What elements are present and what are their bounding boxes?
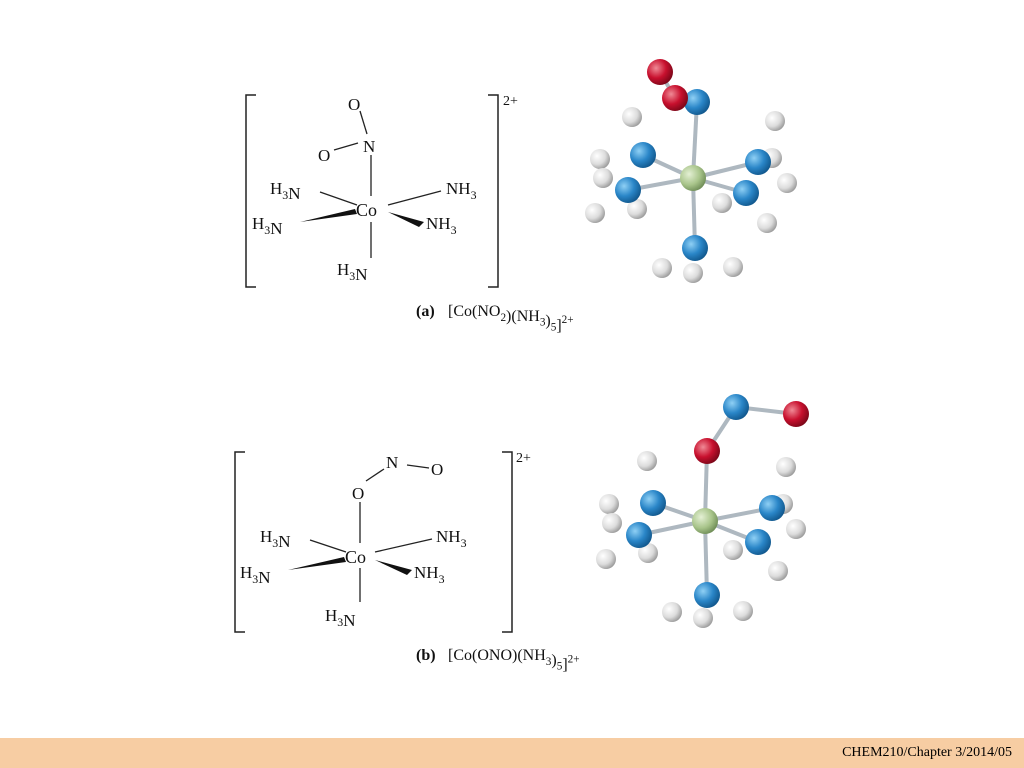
ligand-upper-left: H3N	[260, 527, 291, 551]
cobalt-atom	[692, 508, 718, 534]
oxygen-atom	[662, 85, 688, 111]
wedge-lower-right	[375, 560, 412, 575]
hydrogen-atom	[786, 519, 806, 539]
hydrogen-atom	[599, 494, 619, 514]
nitrogen-atom	[615, 177, 641, 203]
cobalt-atom	[680, 165, 706, 191]
hydrogen-atom	[593, 168, 613, 188]
ball-stick-model-a	[585, 59, 797, 283]
nitrogen-atom	[682, 235, 708, 261]
nitrogen-atom	[759, 495, 785, 521]
nitrito-nitrogen: N	[386, 453, 398, 472]
hydrogen-atom	[596, 549, 616, 569]
nitro-nitrogen: N	[363, 137, 375, 156]
hydrogen-atom	[733, 601, 753, 621]
bond-upper-right	[374, 538, 433, 553]
hydrogen-atom	[662, 602, 682, 622]
wedge-lower-right	[388, 212, 424, 227]
right-bracket	[502, 451, 513, 633]
structure-a: 2+ O O N Co H3N NH3 H3N NH3 H3N (a) [Co(…	[245, 59, 797, 334]
cobalt-center: Co	[345, 547, 366, 567]
oxygen-left: O	[318, 146, 330, 165]
nitrogen-atom	[694, 582, 720, 608]
footer-text: CHEM210/Chapter 3/2014/05	[842, 745, 1012, 760]
structure-b: 2+ N O O Co H3N NH3 H3N NH3 H3N (b) [Co(…	[234, 394, 809, 674]
ligand-bottom: H3N	[325, 606, 356, 630]
oxygen-atom	[647, 59, 673, 85]
n-o-bond-top	[359, 110, 368, 135]
o-n-bond	[365, 468, 385, 482]
hydrogen-atom	[757, 213, 777, 233]
ligand-lower-left: H3N	[252, 214, 283, 238]
hydrogen-atom	[652, 258, 672, 278]
caption-tag: (a)	[416, 303, 435, 320]
nitrogen-atom	[745, 529, 771, 555]
bond-upper-left	[309, 539, 347, 553]
ball-stick-model-b	[596, 394, 809, 628]
right-bracket	[488, 94, 499, 288]
ligand-bottom: H3N	[337, 260, 368, 284]
hydrogen-atom	[602, 513, 622, 533]
ligand-lower-right: NH3	[414, 563, 445, 586]
oxygen-top: O	[348, 95, 360, 114]
cobalt-center: Co	[356, 200, 377, 220]
hydrogen-atom	[693, 608, 713, 628]
wedge-lower-left	[300, 209, 357, 222]
left-bracket	[234, 451, 245, 633]
hydrogen-atom	[585, 203, 605, 223]
caption-tag: (b)	[416, 647, 436, 664]
ligand-lower-left: H3N	[240, 563, 271, 587]
hydrogen-atom	[683, 263, 703, 283]
nitrogen-atom	[745, 149, 771, 175]
hydrogen-atom	[622, 107, 642, 127]
hydrogen-atom	[723, 540, 743, 560]
charge-label: 2+	[503, 94, 518, 109]
charge-label: 2+	[516, 451, 531, 466]
hydrogen-atom	[765, 111, 785, 131]
slide-canvas: 2+ O O N Co H3N NH3 H3N NH3 H3N (a) [Co(…	[234, 59, 809, 674]
oxygen-atom	[694, 438, 720, 464]
hydrogen-atom	[627, 199, 647, 219]
footer-bar: CHEM210/Chapter 3/2014/05	[0, 738, 1024, 768]
wedge-lower-left	[288, 557, 346, 570]
caption-formula: [Co(ONO)(NH3)5]2+	[448, 647, 580, 674]
oxygen-bridge: O	[352, 484, 364, 503]
hydrogen-atom	[638, 543, 658, 563]
bond-upper-right	[387, 190, 442, 206]
hydrogen-atom	[768, 561, 788, 581]
nitrogen-atom	[684, 89, 710, 115]
nitrogen-atom	[630, 142, 656, 168]
ligand-lower-right: NH3	[426, 214, 457, 237]
ligand-upper-right: NH3	[436, 527, 467, 550]
nitrogen-atom	[723, 394, 749, 420]
hydrogen-atom	[723, 257, 743, 277]
hydrogen-atom	[777, 173, 797, 193]
hydrogen-atom	[590, 149, 610, 169]
ligand-upper-right: NH3	[446, 179, 477, 202]
oxygen-atom	[783, 401, 809, 427]
bond-upper-left	[319, 191, 358, 206]
n-o-bond-terminal	[406, 464, 430, 469]
ligand-upper-left: H3N	[270, 179, 301, 203]
caption-formula: [Co(NO2)(NH3)5]2+	[448, 303, 574, 334]
hydrogen-atom	[776, 457, 796, 477]
hydrogen-atom	[637, 451, 657, 471]
left-bracket	[245, 94, 256, 288]
hydrogen-atom	[712, 193, 732, 213]
n-o-bond-left	[333, 142, 359, 151]
oxygen-terminal: O	[431, 460, 443, 479]
nitrogen-atom	[733, 180, 759, 206]
nitrogen-atom	[626, 522, 652, 548]
nitrogen-atom	[640, 490, 666, 516]
